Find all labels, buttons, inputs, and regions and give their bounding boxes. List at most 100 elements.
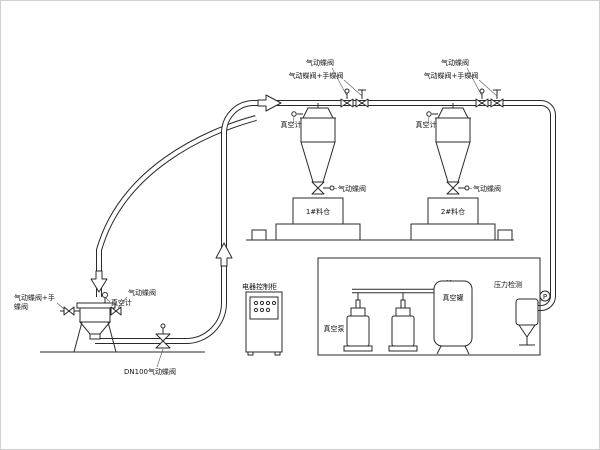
receiver-body <box>435 117 471 143</box>
discharge-valve-label: 气动蝶阀 <box>338 184 366 193</box>
inlet-valve-label: 气动蝶阀 <box>306 58 334 67</box>
receiver-1: 1#料仓 气动蝶阀 气动蝶阀+手蝶阀 真空计 气动蝶阀 <box>275 58 369 241</box>
vacuum-gauge-label: 真空计 <box>416 120 437 129</box>
receiver-cone <box>435 141 471 183</box>
platform <box>410 223 496 241</box>
cabinet-panel <box>249 296 279 320</box>
filter-cone <box>518 324 536 338</box>
line-valve-label: DN100气动蝶阀 <box>124 367 176 376</box>
indicator-dot <box>265 300 271 306</box>
valve-actuator <box>479 88 485 94</box>
pump-cap <box>350 307 366 317</box>
infeed-pipe <box>96 115 257 297</box>
side-valve-label-line2: 蝶阀 <box>14 302 28 311</box>
valve-actuator <box>344 88 350 94</box>
leader-line <box>478 79 498 97</box>
cabinet-body <box>245 291 283 353</box>
indicator-dot <box>259 300 265 306</box>
tank-label: 真空罐 <box>443 293 464 302</box>
receiver-lid <box>302 107 334 119</box>
manual-valve-label: 气动蝶阀+手蝶阀 <box>289 71 344 80</box>
flow-arrow-down <box>90 270 108 293</box>
leader-line <box>117 296 128 309</box>
leader-line <box>156 348 164 368</box>
leader-line <box>56 302 65 310</box>
tank-leg <box>436 345 442 355</box>
pump-room: 真空泵 真空罐 压力检测 P <box>317 257 551 356</box>
bin-box <box>292 197 344 225</box>
indicator-dot <box>253 300 259 306</box>
feeder-neck <box>89 333 101 340</box>
vacuum-tank <box>433 280 473 347</box>
conveying-pipe <box>95 100 556 344</box>
bin-box <box>427 197 479 225</box>
leader-line <box>466 67 483 97</box>
manual-valve-icon <box>490 98 504 108</box>
feeder-hopper-cone <box>78 321 112 335</box>
top-valve-icon <box>110 306 122 316</box>
feeder-station: 气动蝶阀+手 蝶阀 真空计 气动蝶阀 DN100气动蝶阀 <box>14 288 205 376</box>
pump-base <box>388 345 418 352</box>
inlet-valve-icon <box>340 98 354 108</box>
vacuum-pump-1 <box>343 299 373 352</box>
leader-line <box>292 116 295 124</box>
receiver-lid <box>437 107 469 119</box>
indicator-dot <box>265 307 271 313</box>
receiver-2: 2#料仓 气动蝶阀 气动蝶阀+手蝶阀 真空计 气动蝶阀 <box>410 58 504 241</box>
pump-room-box <box>317 257 541 356</box>
tank-leg <box>464 345 470 355</box>
indicator-dot <box>259 307 265 313</box>
pump-label: 真空泵 <box>324 324 345 333</box>
leader-line <box>536 299 543 305</box>
bin-label: 2#料仓 <box>441 207 465 216</box>
pump-neck <box>400 299 406 309</box>
control-cabinet: 电器控制柜 <box>242 282 283 356</box>
discharge-valve-icon <box>446 181 460 195</box>
manual-valve-icon <box>355 98 369 108</box>
cabinet-label: 电器控制柜 <box>242 282 277 291</box>
leader-line <box>105 297 111 303</box>
valve-actuator <box>464 185 470 191</box>
leader-line <box>468 187 473 190</box>
side-valve-label-line1: 气动蝶阀+手 <box>14 293 55 302</box>
platform <box>275 223 361 241</box>
flow-arrow-up <box>215 242 233 267</box>
feeder-leg <box>73 321 83 353</box>
cabinet-foot <box>274 351 281 356</box>
leader-line <box>333 187 338 190</box>
receiver-body <box>300 117 336 143</box>
inlet-valve-icon <box>475 98 489 108</box>
valve-actuator <box>160 323 166 329</box>
bin-label: 1#料仓 <box>306 207 330 216</box>
receiver-cone <box>300 141 336 183</box>
vacuum-gauge-icon <box>291 111 297 117</box>
vacuum-gauge-label: 真空计 <box>281 120 302 129</box>
vacuum-gauge-icon <box>102 292 108 298</box>
indicator-dot <box>271 300 277 306</box>
filter-body <box>515 298 539 326</box>
leader-line <box>343 79 363 97</box>
feeder-hopper-body <box>79 307 111 323</box>
discharge-valve-label: 气动蝶阀 <box>473 184 501 193</box>
feeder-hopper-rim <box>76 302 116 309</box>
pressure-gauge-icon <box>539 290 551 302</box>
pressure-label: 压力检测 <box>494 280 522 289</box>
manual-valve-label: 气动蝶阀+手蝶阀 <box>424 71 479 80</box>
support-block <box>251 229 267 241</box>
flow-arrow-right <box>257 94 282 112</box>
discharge-valve-icon <box>311 181 325 195</box>
feeder-leg <box>107 321 117 353</box>
top-valve-label: 气动蝶阀 <box>128 288 156 297</box>
inlet-valve-label: 气动蝶阀 <box>441 58 469 67</box>
filter-vessel <box>515 298 539 346</box>
vacuum-gauge-icon <box>426 111 432 117</box>
cabinet-foot <box>247 351 254 356</box>
valve-actuator <box>329 185 335 191</box>
pump-cap <box>395 307 411 317</box>
indicator-dot <box>253 307 259 313</box>
leader-line <box>331 67 348 97</box>
vacuum-gauge-label: 真空计 <box>111 298 132 307</box>
pump-base <box>343 345 373 352</box>
